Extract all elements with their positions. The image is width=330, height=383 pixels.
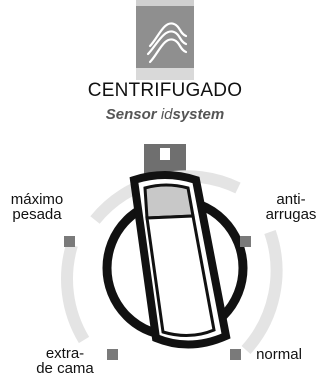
marker-extra bbox=[107, 349, 118, 360]
knob-grip[interactable] bbox=[129, 171, 231, 349]
label-anti-arrugas: anti- arrugas bbox=[265, 191, 317, 223]
system-word: system bbox=[172, 106, 225, 123]
sensor-id-logo: Sensor idsystem bbox=[0, 106, 330, 123]
pointer-notch bbox=[160, 148, 170, 160]
marker-anti-arrugas bbox=[240, 236, 251, 247]
spin-waves-icon bbox=[146, 22, 188, 64]
label-normal: normal bbox=[256, 346, 302, 363]
label-extra-de-cama: extra- de cama bbox=[36, 345, 94, 377]
label-maximo-pesada: máximo pesada bbox=[10, 191, 64, 223]
marker-normal bbox=[230, 349, 241, 360]
knob-window bbox=[143, 183, 195, 220]
marker-maximo bbox=[64, 236, 75, 247]
icon-panel-footer bbox=[136, 68, 194, 80]
sensor-word: Sensor bbox=[105, 106, 157, 123]
program-title: CENTRIFUGADO bbox=[87, 80, 243, 101]
spin-icon-panel bbox=[136, 0, 194, 68]
id-word: id bbox=[160, 106, 173, 123]
